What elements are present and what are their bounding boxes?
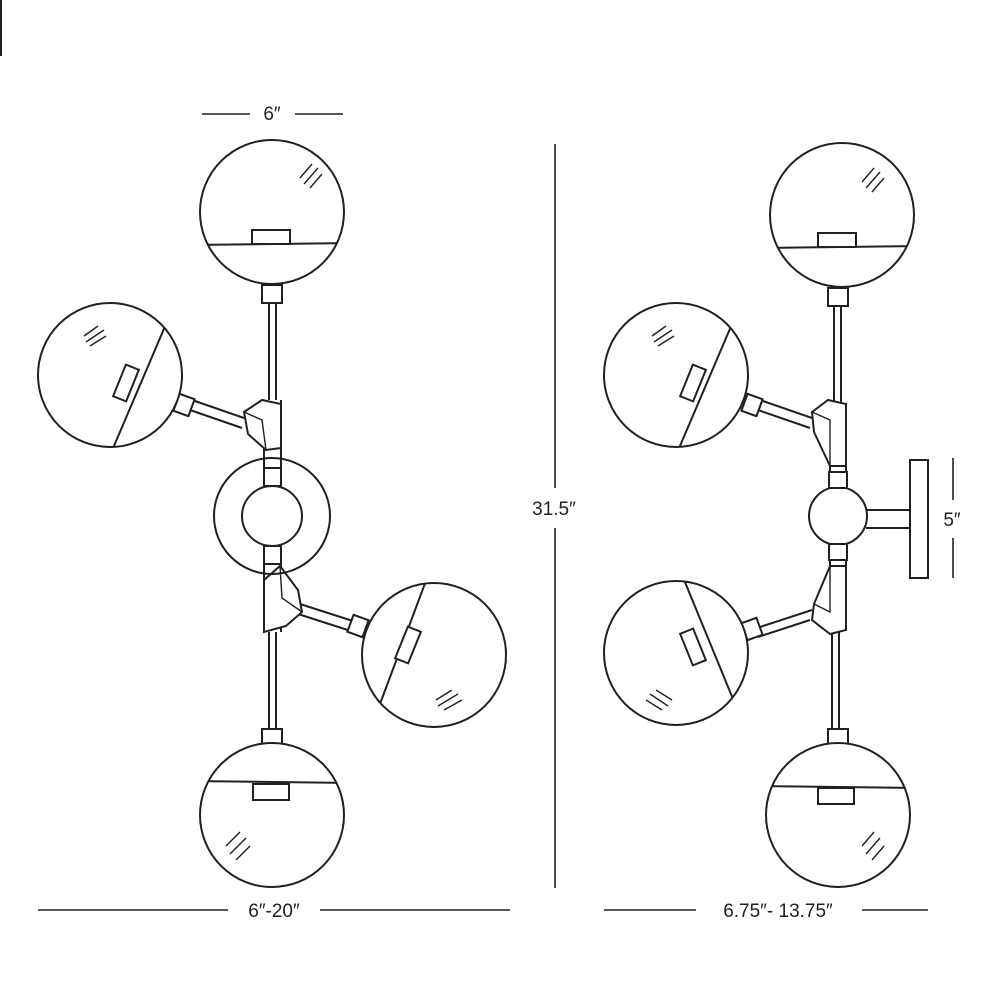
globe-top — [199, 139, 345, 285]
dimension-backplate: 5″ — [943, 458, 961, 578]
height-label: 31.5″ — [532, 499, 576, 520]
globe-bottom — [199, 742, 345, 888]
front-view — [37, 139, 507, 888]
side-globe-top — [769, 142, 915, 288]
dimension-globe-width: 6″ — [202, 104, 343, 125]
front-backplate — [213, 457, 331, 575]
side-backplate — [909, 459, 929, 579]
corner-mark — [0, 0, 2, 56]
globe-left — [37, 302, 183, 448]
globe-width-label: 6″ — [263, 104, 281, 125]
globe-right — [361, 582, 507, 728]
dimension-side-width: 6.75″- 13.75″ — [604, 901, 928, 922]
backplate-label: 5″ — [943, 510, 961, 531]
front-hub-ball — [241, 485, 303, 547]
side-globe-lower-left — [603, 580, 749, 726]
side-hub-ball — [808, 486, 868, 546]
front-width-label: 6″-20″ — [248, 901, 300, 922]
dimension-height: 31.5″ — [532, 144, 576, 888]
side-width-label: 6.75″- 13.75″ — [723, 901, 833, 922]
dimension-front-width: 6″-20″ — [38, 901, 510, 922]
side-globe-upper-left — [603, 302, 749, 448]
side-globe-bottom — [765, 742, 911, 888]
side-view — [603, 142, 929, 888]
